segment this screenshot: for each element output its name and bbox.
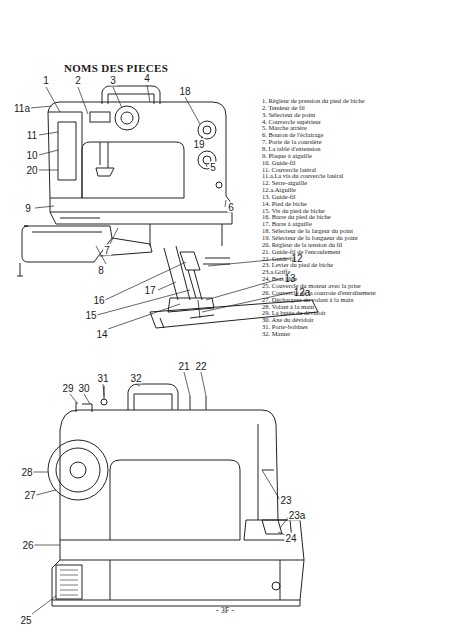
part-name: 25. Couvercle du moteur avec la prise	[262, 282, 361, 289]
part-name: 10. Guide-fil	[262, 159, 296, 166]
page-title: NOMS DES PIECES	[64, 62, 168, 74]
callout-number: 26	[21, 540, 34, 551]
part-name: 30. Axe du dévidoir	[262, 316, 314, 323]
part-name: 32. Manier	[262, 330, 291, 337]
callout-number: 31	[96, 373, 109, 384]
callout-number: 30	[77, 383, 90, 394]
part-name: 20. Régleur de la tension du fil	[262, 241, 342, 248]
callout-number: 4	[143, 73, 151, 84]
callout-number: 27	[23, 490, 36, 501]
callout-number: 24	[284, 533, 297, 544]
part-name: 17. Barre à aiguille	[262, 220, 312, 227]
part-name: 3. Sélecteur de point	[262, 111, 315, 118]
part-name: 23.a.Griffe	[262, 268, 290, 275]
callout-number: 6	[227, 202, 235, 213]
part-name: 29. La butée du dévidoir	[262, 309, 326, 316]
callout-number: 23	[279, 495, 292, 506]
callout-number: 17	[143, 285, 156, 296]
callout-number: 11	[26, 130, 38, 141]
callout-number: 15	[84, 310, 97, 321]
part-name: 21. Guide-fil de l'enroulement	[262, 248, 340, 255]
part-name: 11. Couvercle latéral	[262, 166, 316, 173]
part-name: 2. Tendeur de fil	[262, 104, 305, 111]
callout-number: 10	[25, 150, 38, 161]
callout-number: 32	[129, 373, 142, 384]
part-name: 6. Bouton de l'éclairage	[262, 131, 323, 138]
callout-number: 19	[192, 139, 205, 150]
page-number: - 3F -	[216, 606, 234, 615]
part-name: 12. Serre-aiguille	[262, 179, 307, 186]
part-name: 16. Barre du pied de biche	[262, 213, 331, 220]
part-name: 27. Déchargeur du volant à la main	[262, 296, 353, 303]
front-view	[17, 86, 232, 276]
leader-lines	[30, 85, 293, 329]
part-name: 9. Plaque à aiguille	[262, 152, 312, 159]
callout-number: 22	[194, 361, 207, 372]
leader-lines	[32, 372, 290, 614]
part-name: 23. Levier du pied de biche	[262, 261, 333, 268]
part-name: 19. Sélecteur de la longueur du point	[262, 234, 358, 241]
callout-number: 2	[74, 75, 82, 86]
part-name: 5. Marche arrière	[262, 124, 307, 131]
rear-view	[48, 384, 304, 606]
callout-number: 23a	[288, 510, 307, 521]
callout-number: 5	[209, 162, 217, 173]
callout-number: 21	[177, 361, 190, 372]
part-name: 13. Guide-fil	[262, 193, 296, 200]
part-name: 15. Vis du pied de biche	[262, 207, 325, 214]
callout-number: 11a	[13, 103, 31, 114]
part-name: 1. Régleur de pression du pied de biche	[262, 97, 365, 104]
callout-number: 14	[95, 329, 108, 340]
part-name: 12.a.Aiguille	[262, 186, 296, 193]
callout-number: 20	[25, 165, 38, 176]
part-name: 28. Volant à la main	[262, 303, 314, 310]
callout-number: 28	[20, 467, 33, 478]
part-name: 31. Porte-bobines	[262, 323, 308, 330]
part-name: 4. Couvercle supérieur	[262, 118, 321, 125]
callout-number: 29	[61, 383, 74, 394]
part-name: 22. Guide-fil	[262, 255, 296, 262]
part-name: 18. Sélecteur de la largeur du point	[262, 227, 353, 234]
part-name: 14. Pied de biche	[262, 200, 307, 207]
callout-number: 18	[178, 86, 191, 97]
callout-number: 3	[109, 75, 117, 86]
callout-number: 7	[103, 245, 111, 256]
callout-number: 25	[19, 615, 32, 626]
callout-number: 8	[97, 265, 105, 276]
callout-number: 1	[42, 75, 50, 86]
callout-number: 16	[92, 295, 105, 306]
part-name: 11.a.La vis du couvercle latéral	[262, 172, 343, 179]
part-name: 24. Bras libre	[262, 275, 297, 282]
part-name: 7. Porte de la coursière	[262, 138, 322, 145]
callout-number: 9	[24, 203, 32, 214]
part-name: 8. La table d'extension	[262, 145, 321, 152]
part-name: 26. Couvercle de la courroie d'entraînem…	[262, 289, 376, 296]
